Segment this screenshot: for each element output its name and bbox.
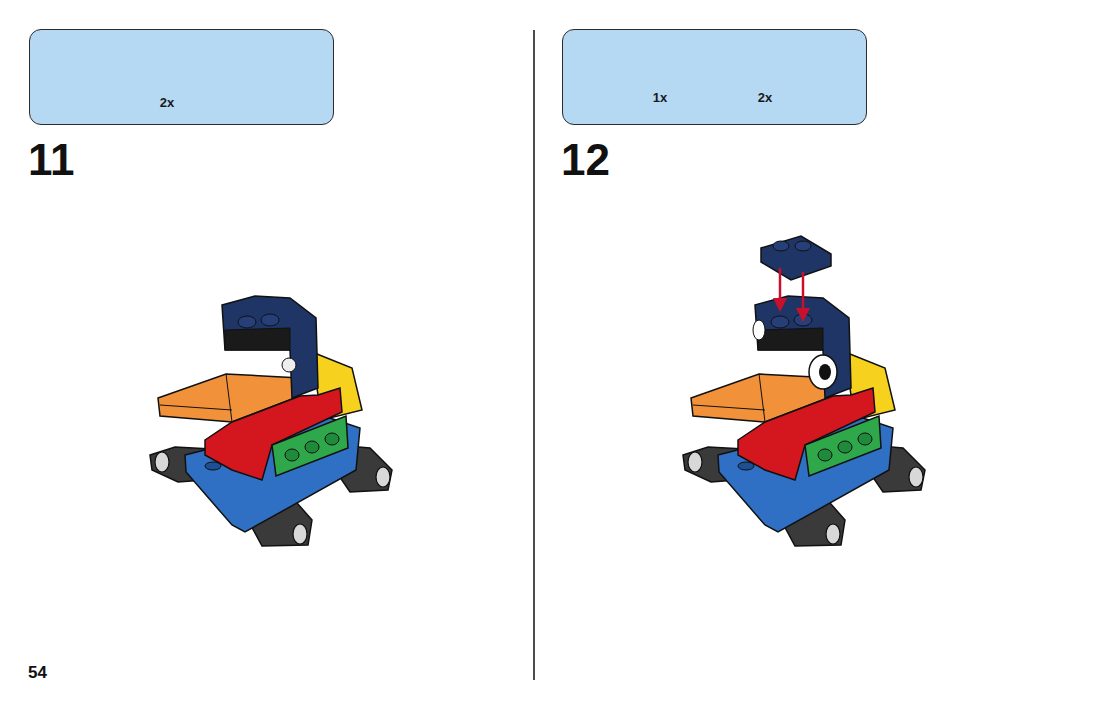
step-number: 11 <box>28 138 75 182</box>
part-count: 2x <box>160 95 174 110</box>
parts-callout: 1x 2x <box>562 29 867 125</box>
page-number: 54 <box>28 664 47 681</box>
parts-callout: 2x <box>29 29 334 125</box>
step-number: 12 <box>561 138 610 182</box>
part-count: 2x <box>758 90 772 105</box>
part-count: 1x <box>653 90 667 105</box>
